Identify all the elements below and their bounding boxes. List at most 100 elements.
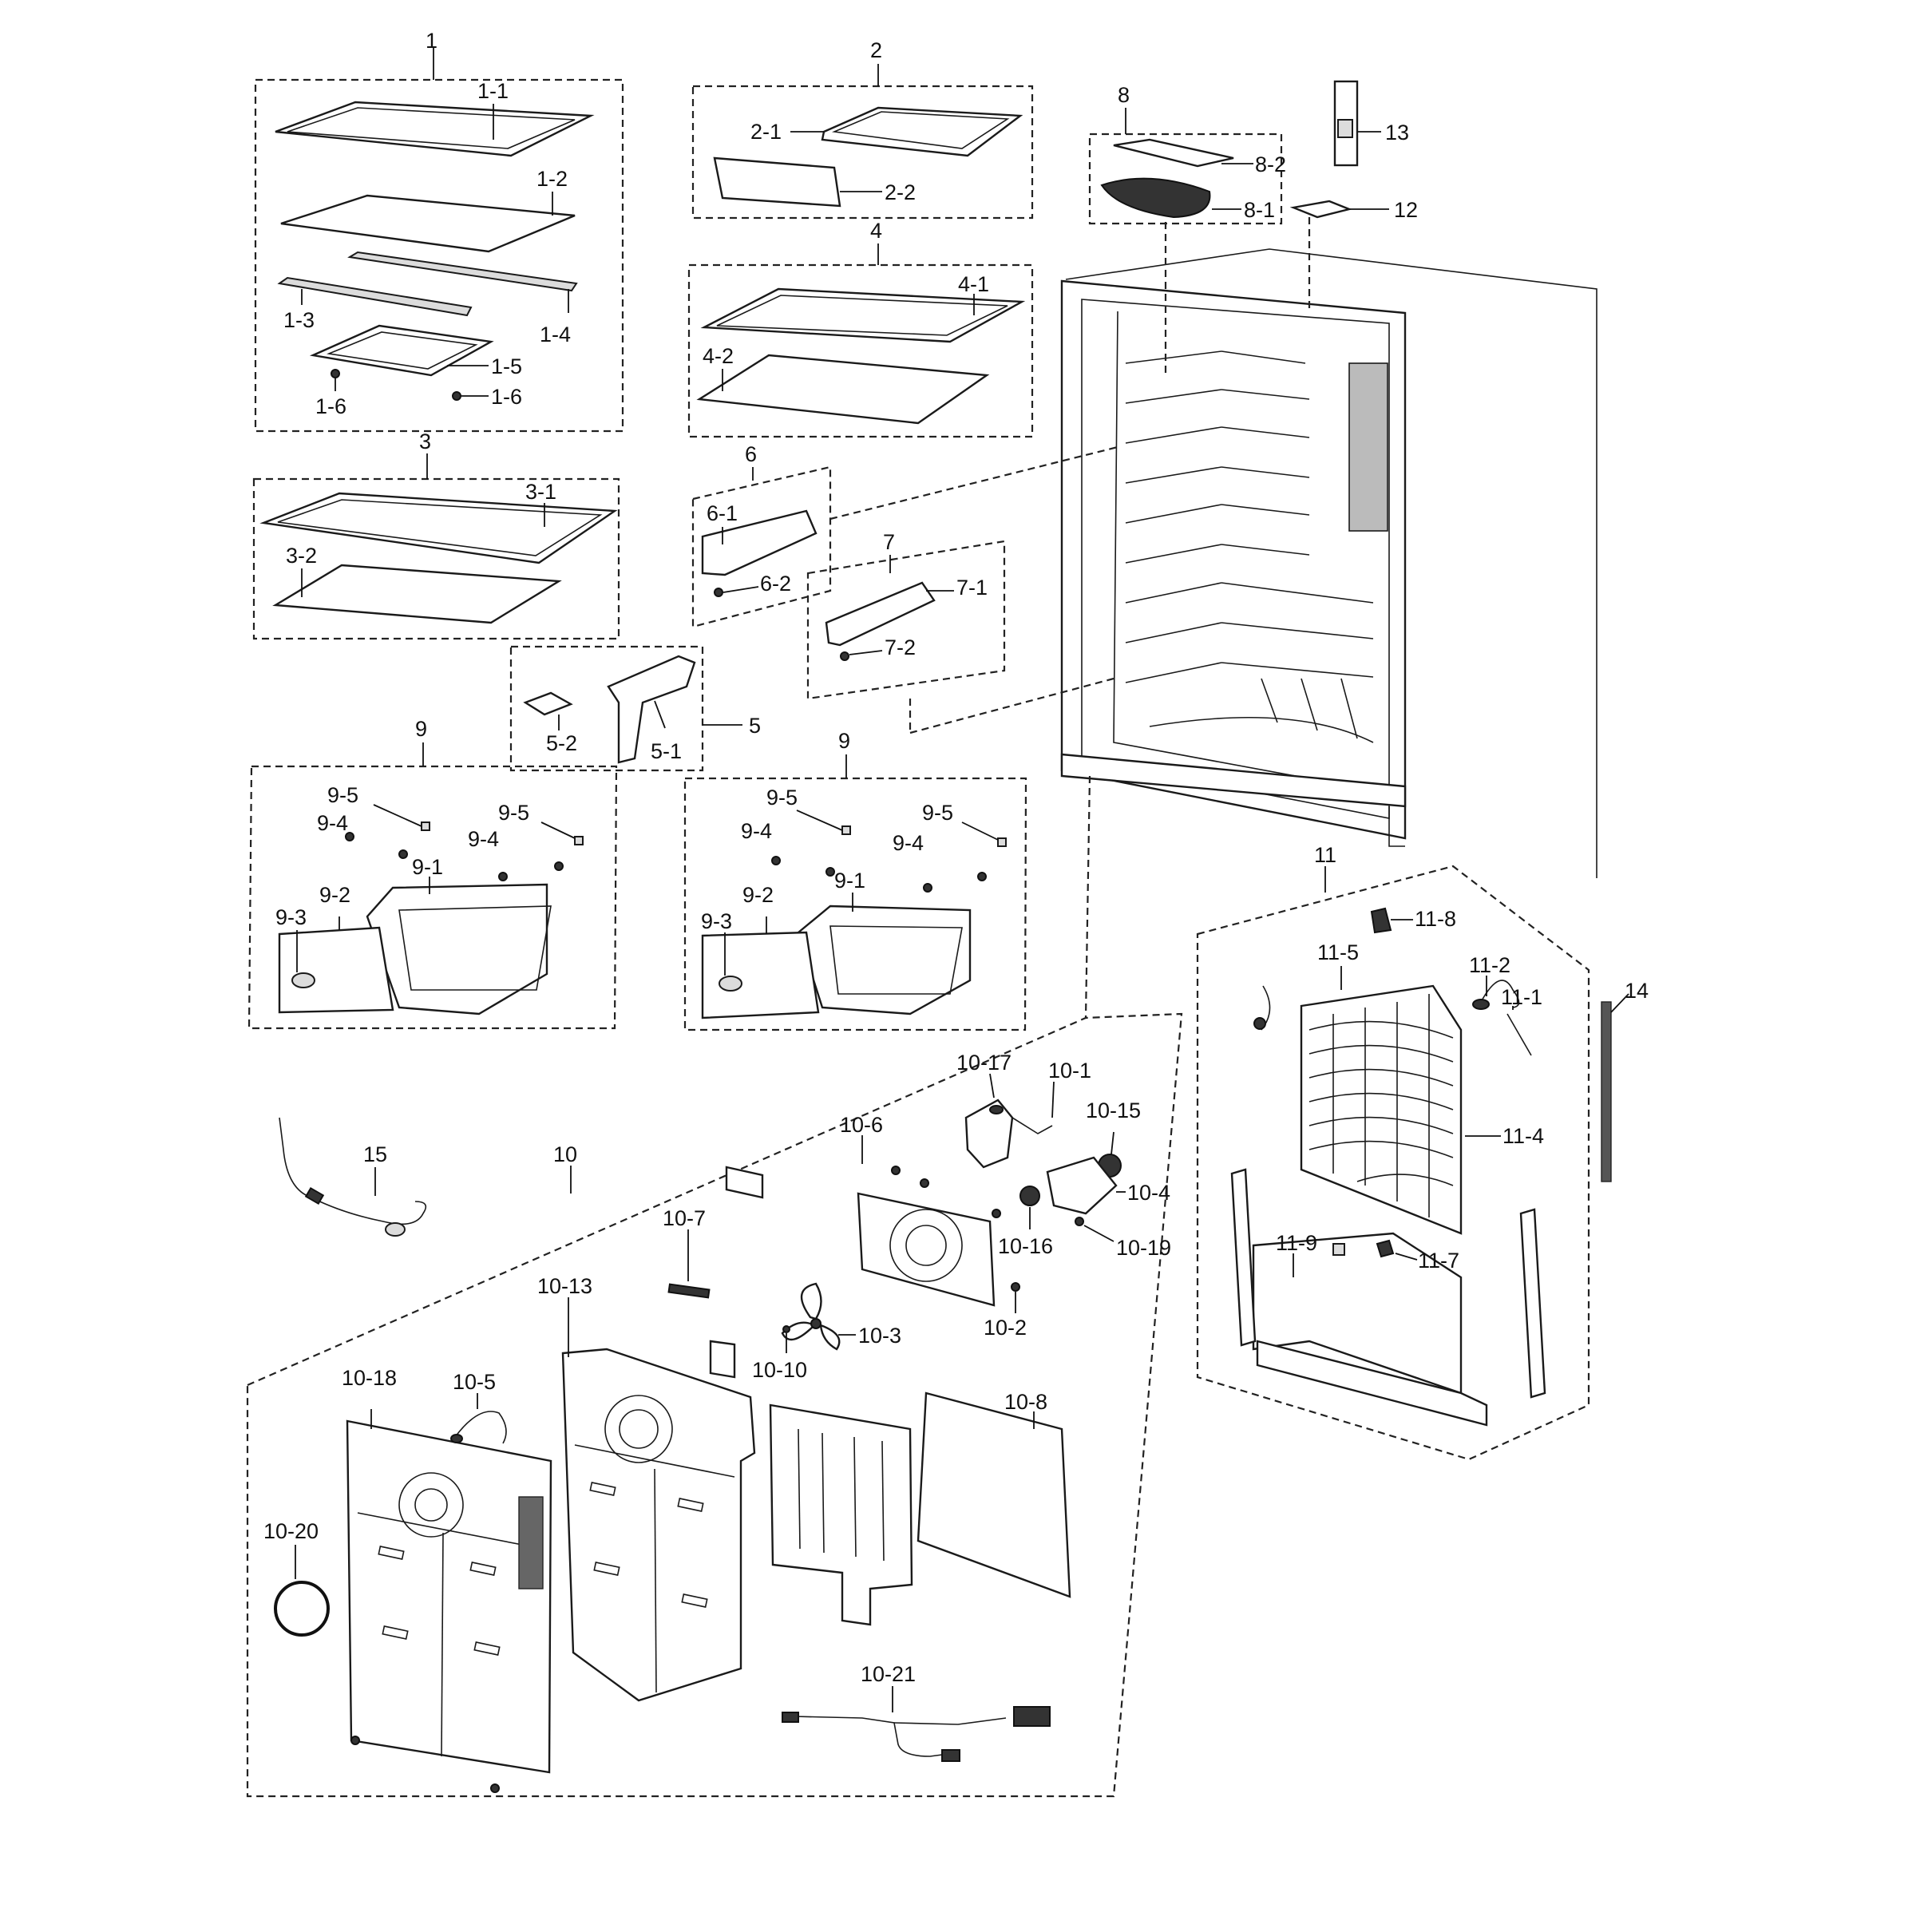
part-11-9-bottom-tray <box>1256 1340 1488 1427</box>
callout-7-2: 7-2 <box>885 635 916 659</box>
callout-1-1: 1-1 <box>477 79 509 103</box>
part-10-duct-heater <box>769 1403 913 1626</box>
cabinet-front-frame <box>1060 279 1407 840</box>
callout-2: 2 <box>870 38 882 62</box>
part-9-4-screw <box>345 832 354 841</box>
callout-9-5-left-a: 9-5 <box>327 783 358 807</box>
group-3-shelf: 3 3-1 3-2 <box>252 430 620 640</box>
callout-9-5-right-b: 9-5 <box>922 801 953 825</box>
part-11-side-bracket-right <box>1519 1208 1546 1399</box>
callout-6-2: 6-2 <box>760 572 791 596</box>
callout-10-21: 10-21 <box>861 1662 916 1686</box>
part-1-5-frame <box>309 324 494 377</box>
callout-6-1: 6-1 <box>707 501 738 525</box>
group-2-boundary <box>691 85 1034 220</box>
group-7-boundary <box>806 540 1006 700</box>
callout-10-7: 10-7 <box>663 1206 706 1230</box>
callout-11-9: 11-9 <box>1276 1231 1317 1255</box>
callout-11-2: 11-2 <box>1469 953 1510 977</box>
group-5-boundary <box>509 645 704 772</box>
part-1-3-rail <box>277 276 473 317</box>
part-2-1-drawer-tray <box>821 106 1023 157</box>
part-8-2-plate <box>1113 138 1234 168</box>
callout-9-4-left-a: 9-4 <box>317 811 348 835</box>
cabinet-top-back-edge <box>1065 248 1597 878</box>
callout-10: 10 <box>553 1142 577 1166</box>
part-4-2-glass <box>696 354 990 425</box>
callout-3-1: 3-1 <box>525 480 556 504</box>
callout-9-right: 9 <box>838 729 850 753</box>
evaporator-fins <box>1308 994 1454 1217</box>
part-12-switch <box>1289 200 1352 219</box>
callout-9-1-right: 9-1 <box>834 869 865 893</box>
group-4-shelf: 4 4-1 4-2 <box>687 219 1034 438</box>
part-8-1-cover <box>1100 177 1211 219</box>
part-10-6-fan-bracket <box>857 1192 996 1307</box>
callout-9-2-left: 9-2 <box>319 883 350 907</box>
refrigerator-cabinet <box>1060 248 1597 878</box>
callout-10-8: 10-8 <box>1004 1390 1047 1414</box>
callout-9-left: 9 <box>415 717 427 741</box>
callout-9-4-right-b: 9-4 <box>893 831 924 855</box>
callout-3: 3 <box>419 430 431 453</box>
callout-1-3: 1-3 <box>283 308 315 332</box>
callout-2-2: 2-2 <box>885 180 916 204</box>
group-5-bracket: 5 5-1 5-2 <box>509 645 761 772</box>
part-3-2-glass <box>272 564 562 624</box>
part-7-1-cover <box>825 581 936 647</box>
group-1-shelf-assembly: 1 1-1 1-2 1-3 1-4 1-5 1-6 1-6 <box>254 29 624 433</box>
part-11-8-fuse <box>1370 907 1392 934</box>
part-10-18-outer-cover <box>346 1419 552 1774</box>
group-10-fan-cover-assembly: 10 10-6 10-17 10-1 10-15 10-4 10-16 <box>246 1012 1183 1798</box>
part-1-4-rail <box>347 251 578 292</box>
callout-9-4-left-b: 9-4 <box>468 827 499 851</box>
callout-1-6-left: 1-6 <box>315 394 346 418</box>
callout-10-20: 10-20 <box>263 1519 319 1543</box>
callout-4-1: 4-1 <box>958 272 989 296</box>
cabinet-bottom-rail <box>1060 753 1407 808</box>
part-9-3-knob <box>291 972 315 988</box>
group-8-cover: 8 8-2 8-1 <box>1088 83 1286 225</box>
part-1-1-shelf-frame <box>275 101 595 157</box>
part-10-7-tape <box>667 1283 711 1299</box>
part-14-gasket-strip: 14 <box>1601 979 1649 1182</box>
callout-1-4: 1-4 <box>540 323 571 346</box>
callout-11: 11 <box>1314 843 1336 867</box>
callout-9-2-right: 9-2 <box>742 883 774 907</box>
callout-10-3: 10-3 <box>858 1324 901 1348</box>
callout-8-1: 8-1 <box>1244 198 1275 222</box>
part-15-wire <box>279 1117 427 1225</box>
callout-9-5-left-b: 9-5 <box>498 801 529 825</box>
part-10-19-screw <box>1075 1217 1084 1226</box>
part-10-2-screw <box>1011 1282 1020 1292</box>
cabinet-rear-vent <box>1348 362 1388 532</box>
part-10-20-ring <box>274 1581 330 1637</box>
callout-11-4: 11-4 <box>1502 1124 1544 1148</box>
part-6-2-screw <box>714 588 723 597</box>
callout-10-1: 10-1 <box>1048 1059 1091 1083</box>
part-10-8-back-plate <box>917 1391 1071 1598</box>
callout-8: 8 <box>1118 83 1130 107</box>
group-8-boundary <box>1088 133 1283 225</box>
part-12-13: 12 13 <box>1289 80 1418 222</box>
group-9-left-boundary <box>247 765 618 1030</box>
part-11-7-clip <box>1376 1239 1395 1258</box>
callout-10-10: 10-10 <box>752 1358 807 1382</box>
part-15-wire-harness: 15 <box>279 1117 427 1237</box>
group-1-boundary <box>254 78 624 433</box>
group-7-cover: 7 7-1 7-2 <box>806 530 1006 700</box>
group-2-drawer: 2 2-1 2-2 <box>691 38 1034 220</box>
part-11-4-evaporator-coil <box>1300 984 1463 1235</box>
callout-9-4-right-a: 9-4 <box>741 819 772 843</box>
callout-10-17: 10-17 <box>956 1051 1012 1075</box>
part-10-label-plate <box>725 1166 764 1199</box>
callout-3-2: 3-2 <box>286 544 317 568</box>
callout-1: 1 <box>426 29 437 53</box>
part-11-2-sensor <box>1472 999 1490 1010</box>
group-11-evaporator: 11 11-4 11-5 11-8 11-2 <box>1196 843 1590 1461</box>
callout-11-8: 11-8 <box>1415 907 1456 931</box>
part-10-10-block <box>709 1340 736 1379</box>
connector-lines <box>829 217 1311 1019</box>
callout-4-2: 4-2 <box>703 344 734 368</box>
